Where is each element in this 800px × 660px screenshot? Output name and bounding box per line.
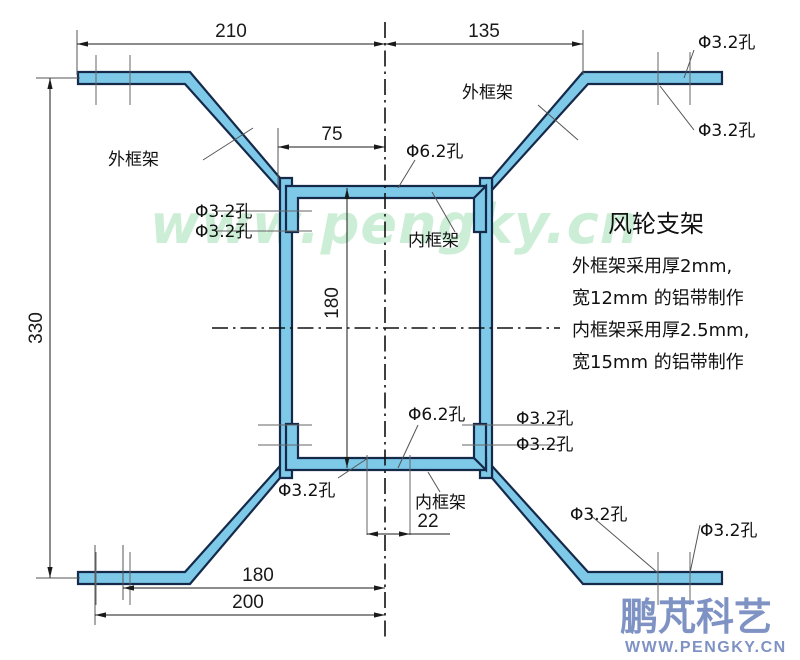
callout-inner-bottom-center: Φ6.2孔 xyxy=(408,405,465,425)
dimension-210: 210 xyxy=(76,21,385,75)
dimension-180-vertical-label: 180 xyxy=(322,287,343,319)
callout-top-right-arm-upper: Φ3.2孔 xyxy=(698,33,755,53)
note-line-1: 外框架采用厚2mm, xyxy=(572,256,732,277)
inner-frame-bottom-right-tab xyxy=(472,422,488,473)
callout-bottom-right-arm-lower: Φ3.2孔 xyxy=(700,521,757,541)
outer-frame-arm-bottom-right xyxy=(490,463,724,586)
callout-inner-bottom-right-lower: Φ3.2孔 xyxy=(516,435,573,455)
dimension-330: 330 xyxy=(26,77,80,579)
logo-name: 鹏芃科艺 xyxy=(620,595,772,639)
watermark-text: www.pengky.cn xyxy=(150,193,639,256)
inner-frame-top-right-tab xyxy=(472,183,488,234)
dimension-135-label: 135 xyxy=(468,21,500,42)
label-inner-frame-top: 内框架 xyxy=(408,231,459,251)
label-outer-frame-top-right: 外框架 xyxy=(462,83,513,103)
outer-frame-arm-top-left xyxy=(76,70,282,193)
hole-center-marks xyxy=(95,52,691,605)
inner-frame-bottom-member xyxy=(284,422,488,472)
dimension-180-horizontal-label: 180 xyxy=(242,565,274,586)
dimension-180-horizontal: 180 xyxy=(122,545,385,600)
label-outer-frame-top-left: 外框架 xyxy=(108,150,159,170)
dimension-75: 75 xyxy=(277,124,385,190)
callout-bottom-right-arm-upper: Φ3.2孔 xyxy=(570,505,627,525)
dimension-135: 135 xyxy=(385,21,584,75)
drawing-title: 风轮支架 xyxy=(608,210,704,238)
outer-frame-arms xyxy=(76,70,724,586)
leader-lines xyxy=(202,49,701,574)
outer-frame-arm-top-right xyxy=(490,70,724,193)
outer-frame-upright-left xyxy=(278,176,294,480)
dimension-75-label: 75 xyxy=(321,124,342,145)
callout-inner-bottom-left: Φ3.2孔 xyxy=(278,481,335,501)
label-inner-frame-bottom: 内框架 xyxy=(415,493,466,513)
inner-frame xyxy=(284,183,488,473)
dimension-330-label: 330 xyxy=(26,312,47,344)
logo-url: WWW.PENGKY.CN xyxy=(625,639,787,656)
note-line-2: 宽12mm 的铝带制作 xyxy=(572,288,744,309)
dimension-22-label: 22 xyxy=(417,511,438,532)
outer-frame-upright-right xyxy=(478,176,494,480)
callout-top-right-arm-lower: Φ3.2孔 xyxy=(698,121,755,141)
dimension-200-label: 200 xyxy=(232,592,264,613)
callout-inner-top-left-lower: Φ3.2孔 xyxy=(195,222,252,242)
dimension-180-vertical: 180 xyxy=(322,188,350,468)
callout-inner-top-left-upper: Φ3.2孔 xyxy=(195,202,252,222)
dimension-210-label: 210 xyxy=(215,21,247,42)
callout-inner-bottom-right-upper: Φ3.2孔 xyxy=(516,409,573,429)
dimension-22: 22 xyxy=(367,511,450,537)
dimension-200: 200 xyxy=(94,545,385,625)
note-line-4: 宽15mm 的铝带制作 xyxy=(572,352,744,373)
note-line-3: 内框架采用厚2.5mm, xyxy=(572,320,749,341)
callout-inner-top-center: Φ6.2孔 xyxy=(406,142,463,162)
